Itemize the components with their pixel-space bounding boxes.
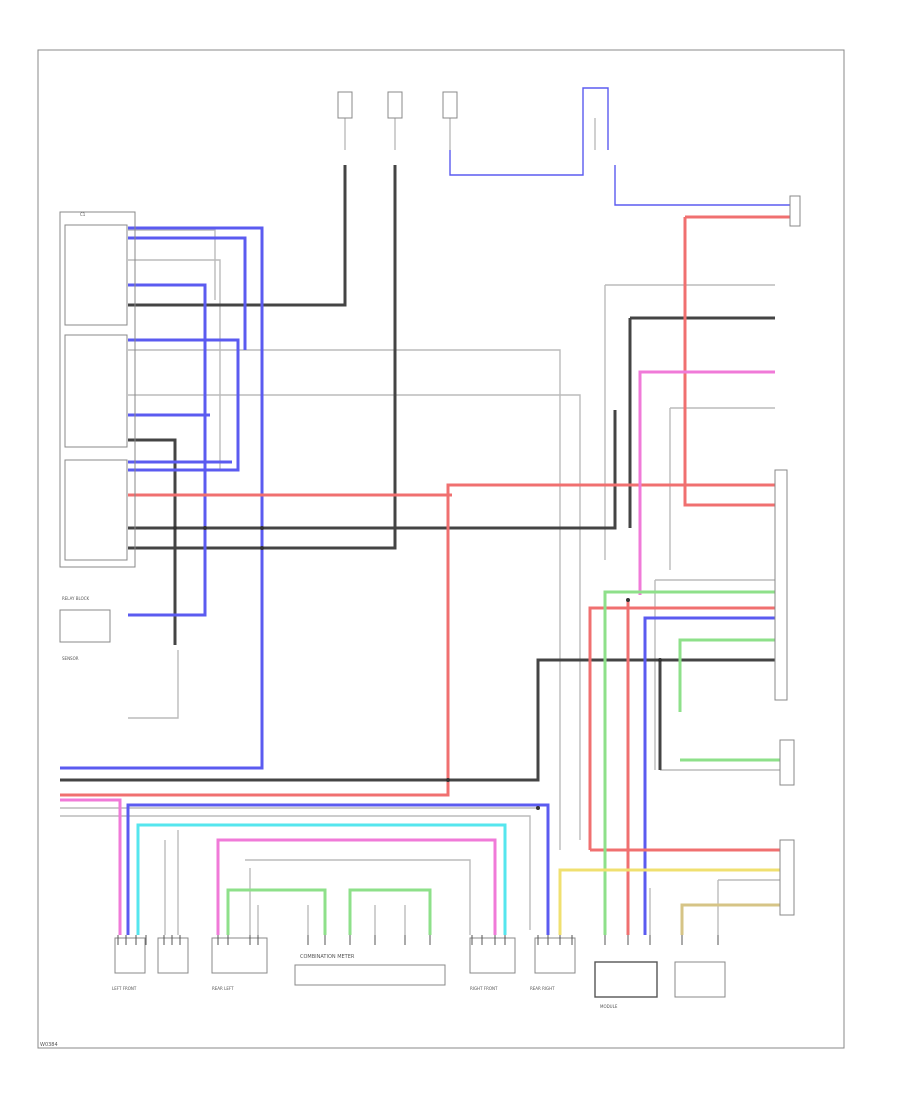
right-front-box [469,937,516,974]
blue-wire [614,165,790,206]
black-wire [128,165,397,550]
rear-left-box [157,937,189,974]
blue-wires [60,226,775,935]
connector-pins [117,935,719,945]
green-wire [603,590,775,935]
junction-dots [173,526,662,810]
sensor-box [59,609,111,643]
tan-wire [680,903,780,935]
right-lower-connector [779,739,795,786]
label-relay-block: RELAY BLOCK [62,596,90,601]
label-sensor: SENSOR [62,656,79,661]
label-right-front: RIGHT FRONT [470,986,498,991]
pin [117,935,181,945]
gray-wire [128,229,216,300]
junction [446,778,450,782]
junction [626,598,630,602]
relay-box-2 [64,334,128,448]
pin [537,935,573,945]
blue-wire [126,803,550,935]
left-center-box [211,937,268,974]
blue-wire [60,226,264,770]
pin [471,935,506,945]
red-wires [60,215,790,935]
red-wire [60,483,775,797]
pin [604,935,719,945]
meter-subtitle: COMBINATION METER [300,954,355,960]
label-rear-left: REAR LEFT [212,986,234,991]
black-wires [60,165,775,782]
right-top-connector [789,195,801,227]
component-boxes [59,91,801,998]
rear-right-box [534,937,576,974]
gray-wire [128,650,179,719]
junction [260,546,264,550]
black-wire [60,658,775,782]
gray-wire [128,349,561,850]
gray-wire [128,394,581,840]
module-box [594,961,658,998]
pink-wire [638,370,775,595]
relay-outer [59,211,136,568]
cyan-wires [136,823,507,935]
black-wire [128,165,347,307]
pink-wire [216,838,497,935]
meter-box [294,964,446,986]
gray-wires [60,118,780,935]
junction [203,526,207,530]
junction [173,526,177,530]
blue-thin-wires [449,87,790,206]
junction [658,658,662,662]
green-wire [226,888,327,935]
right-bottom-connector [779,839,795,916]
relay-box-3 [64,459,128,561]
relay-box-1 [64,224,128,326]
gray-wire [245,859,471,935]
pink-wire [60,798,122,935]
label-c1: C1 [80,212,86,217]
diagram-labels: W0384 COMBINATION METER C1 RELAY BLOCK S… [40,212,618,1048]
blue-wire [128,236,247,350]
fuse-top-3 [442,91,458,119]
label-left-front: LEFT FRONT [112,986,137,991]
gray-wire [60,815,531,930]
green-wires [226,590,780,935]
red-wire [683,217,775,507]
label-module: MODULE [600,1004,618,1009]
blue-wire [128,283,207,617]
pink-wires [60,370,775,935]
junction [536,806,540,810]
pin [217,935,259,945]
gray-wire [128,259,221,470]
junction [260,526,264,530]
blue-wire [643,616,775,935]
diagram-frame [37,49,845,1049]
left-front-box [114,937,146,974]
yellow-wire [558,868,780,935]
green-wire [348,888,432,935]
label-rear-right: REAR RIGHT [530,986,555,991]
yellow-wires [558,868,780,935]
fuse-top-2 [387,91,403,119]
blue-wire [449,87,609,176]
sensor-right-box [674,961,726,998]
page-label: W0384 [40,1042,58,1048]
black-wire [128,410,617,530]
blue-wire [128,338,240,472]
fuse-top-1 [337,91,353,119]
cyan-wire [136,823,507,935]
red-wire [588,606,775,850]
pin [307,935,431,945]
right-connector [774,469,788,701]
green-wire [678,638,775,712]
black-wire [128,438,177,645]
tan-wires [680,903,780,935]
